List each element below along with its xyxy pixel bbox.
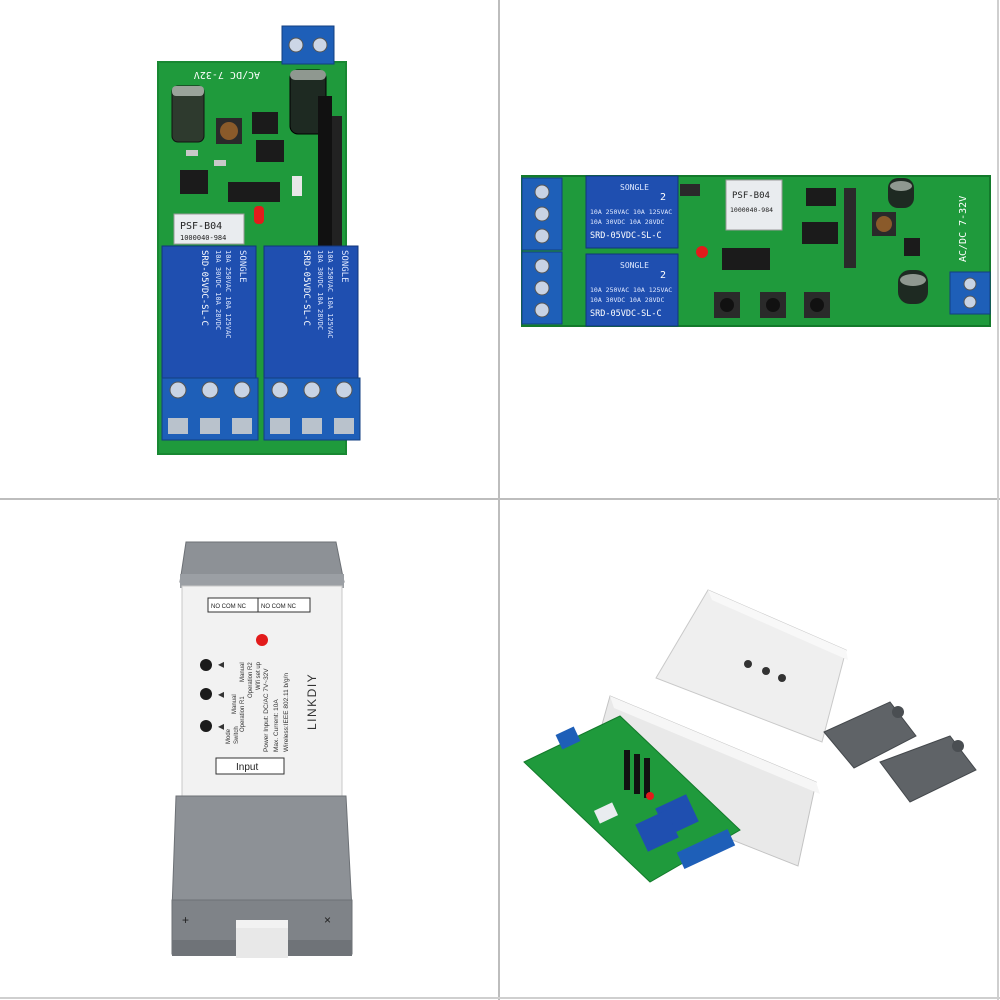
disassembled-illustration — [523, 589, 977, 883]
btn2-label-a: Manual — [232, 694, 238, 714]
terminal-label-2: NO COM NC — [261, 604, 297, 610]
panel-enclosure: NO COM NC NO COM NC ◂ ◂ ◂ Manual Operati… — [0, 500, 498, 998]
terminal-label-1: NO COM NC — [211, 604, 247, 610]
panel-board-horizontal: SONGLE 10A 250VAC 10A 125VAC 10A 30VDC 1… — [500, 0, 998, 498]
spec-power: Power Input: DC/AC 7V~32V — [263, 668, 270, 752]
btn1-label-b: Operation R2 — [248, 662, 254, 698]
h-relay2-model: SRD-05VDC-SL-C — [590, 309, 662, 319]
h-relay2-rating-1: 10A 250VAC 10A 125VAC — [590, 286, 672, 294]
board-vertical-illustration: PSF-B04 1000040-984 AC/DC 7-32V SONGLE 1… — [157, 25, 361, 455]
terminal-block-right — [263, 377, 361, 441]
grid-divider-horizontal — [0, 498, 1000, 500]
relay1-model-text: SRD-05VDC-SL-C — [199, 250, 209, 326]
grid-divider-vertical — [498, 0, 500, 1000]
arrow-icon: ◂ — [218, 719, 224, 733]
h-power-label: AC/DC 7-32V — [958, 196, 969, 262]
arrow-icon: ◂ — [218, 657, 224, 671]
h-relay1-rating-2: 10A 30VDC 10A 28VDC — [590, 218, 664, 226]
spec-current: Max. Current: 10A — [273, 699, 280, 752]
h-relay2-brand: SONGLE — [620, 261, 649, 270]
relay1-rating-2: 10A 30VDC 10A 28VDC — [214, 250, 222, 330]
module-label-text: PSF-B04 — [180, 221, 222, 232]
h-module-label: PSF-B04 — [732, 191, 770, 201]
x-mark: × — [324, 913, 331, 927]
arrow-icon: ◂ — [218, 687, 224, 701]
brand-text: LINKDIY — [305, 673, 319, 730]
board-horizontal-illustration: SONGLE 10A 250VAC 10A 125VAC 10A 30VDC 1… — [521, 175, 991, 327]
module-code-text: 1000040-984 — [180, 234, 226, 242]
h-relay1-number: 2 — [660, 192, 666, 203]
panel-board-vertical: PSF-B04 1000040-984 AC/DC 7-32V SONGLE 1… — [0, 0, 498, 498]
relay2-brand-text: SONGLE — [339, 250, 349, 283]
h-relay1-model: SRD-05VDC-SL-C — [590, 231, 662, 241]
h-relay1-rating-1: 10A 250VAC 10A 125VAC — [590, 208, 672, 216]
relay1-rating-1: 10A 250VAC 10A 125VAC — [224, 250, 232, 339]
h-relay2-number: 2 — [660, 270, 666, 281]
plus-mark: + — [182, 913, 189, 927]
terminal-block-left — [161, 377, 259, 441]
relay1-brand-text: SONGLE — [237, 250, 247, 283]
relay2-rating-1: 10A 250VAC 10A 125VAC — [326, 250, 334, 339]
relay2-model-text: SRD-05VDC-SL-C — [301, 250, 311, 326]
input-label: Input — [236, 762, 258, 773]
spec-wireless: Wireless:IEEE 802.11 b/g/n — [283, 673, 290, 752]
button-operation-r2[interactable] — [200, 659, 212, 671]
power-label-text: AC/DC 7-32V — [194, 69, 260, 80]
btn3-label-a: Mode — [226, 728, 232, 744]
btn1-label-a: Manual — [240, 662, 246, 682]
enclosure-illustration: NO COM NC NO COM NC ◂ ◂ ◂ Manual Operati… — [171, 541, 353, 958]
h-relay1-brand: SONGLE — [620, 183, 649, 192]
btn3-label-b: Switch — [234, 726, 240, 744]
grid-border-bottom — [0, 997, 1000, 999]
relay2-rating-2: 10A 30VDC 10A 28VDC — [316, 250, 324, 330]
h-module-code: 1000040-984 — [730, 206, 773, 214]
h-relay2-rating-2: 10A 30VDC 10A 28VDC — [590, 296, 664, 304]
button-operation-r1[interactable] — [200, 688, 212, 700]
wifi-label: Wifi set up — [256, 661, 262, 690]
button-mode-switch[interactable] — [200, 720, 212, 732]
btn2-label-b: Operation R1 — [240, 696, 246, 732]
grid-border-right — [997, 0, 999, 1000]
panel-disassembled — [500, 500, 998, 998]
